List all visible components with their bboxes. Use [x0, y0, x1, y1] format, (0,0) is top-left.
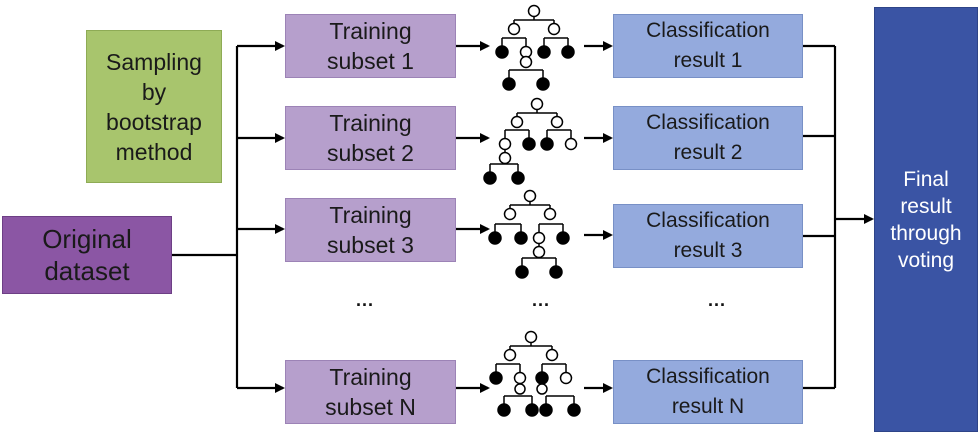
classification-result-2-box: Classification result 2	[613, 106, 803, 170]
sampling-line-1: Sampling	[106, 48, 202, 75]
final-result-line-4: voting	[897, 248, 955, 272]
tree-ellipsis: ...	[532, 290, 551, 310]
sampling-line-2: by	[141, 78, 167, 105]
original-dataset-line-2: dataset	[44, 256, 130, 286]
training-subset-2-line-2: subset 2	[327, 140, 414, 166]
classification-result-n-line-2: result N	[671, 395, 745, 418]
training-subset-3-line-2: subset 3	[327, 232, 414, 258]
classification-result-1-box: Classification result 1	[613, 14, 803, 78]
decision-tree-n	[489, 330, 581, 417]
training-subset-3-box: Training subset 3	[285, 198, 456, 262]
classification-result-n-box: Classification result N	[613, 360, 803, 424]
classification-result-2-line-2: result 2	[673, 141, 743, 164]
training-subset-n-line-1: Training	[329, 364, 412, 390]
training-subset-2-line-1: Training	[329, 110, 412, 136]
final-result-line-3: through	[890, 221, 962, 245]
classification-result-1-line-2: result 1	[673, 49, 743, 72]
classification-result-3-line-2: result 3	[673, 239, 743, 262]
training-subset-3-line-1: Training	[329, 202, 412, 228]
classification-result-n-line-1: Classification	[646, 365, 770, 388]
training-subset-n-line-2: subset N	[325, 394, 416, 420]
classification-result-3-line-1: Classification	[646, 209, 770, 232]
training-subset-1-line-1: Training	[329, 18, 412, 44]
training-subset-1-box: Training subset 1	[285, 14, 456, 78]
classification-result-1-line-1: Classification	[646, 19, 770, 42]
classification-result-3-box: Classification result 3	[613, 204, 803, 268]
decision-tree-3	[488, 189, 570, 279]
training-subset-n-box: Training subset N	[285, 360, 456, 424]
training-subset-2-box: Training subset 2	[285, 106, 456, 170]
original-dataset-box: Original dataset	[2, 216, 172, 294]
original-dataset-line-1: Original	[42, 224, 132, 254]
decision-tree-1	[495, 4, 575, 91]
sampling-line-4: method	[115, 138, 193, 165]
result-ellipsis: ...	[708, 290, 727, 310]
final-result-line-1: Final	[903, 167, 949, 191]
final-result-line-2: result	[900, 194, 952, 218]
training-subset-1-line-2: subset 1	[327, 48, 414, 74]
sampling-line-3: bootstrap	[106, 108, 202, 135]
final-result-box: Final result through voting	[874, 7, 978, 432]
sampling-bootstrap-box: Sampling by bootstrap method	[86, 30, 222, 183]
decision-tree-2	[483, 97, 578, 185]
classification-result-2-line-1: Classification	[646, 111, 770, 134]
subset-ellipsis: ...	[356, 290, 375, 310]
